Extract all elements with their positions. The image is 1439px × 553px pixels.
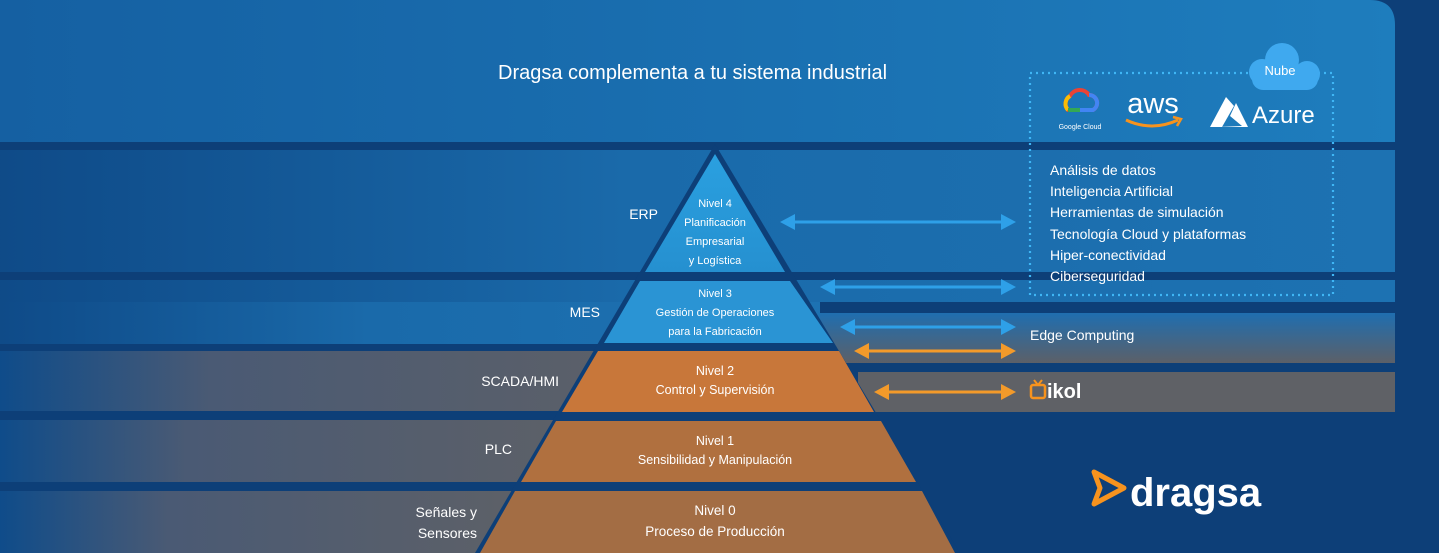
google-cloud-label: Google Cloud — [1058, 124, 1102, 131]
level-0-text: Nivel 0 Proceso de Producción — [595, 500, 835, 542]
header-band — [0, 0, 1395, 142]
arrows-group — [780, 214, 1016, 400]
cloud-label: Nube — [1264, 63, 1296, 78]
level-4-line-1: Nivel 4 — [698, 198, 732, 210]
level-2-line-1: Nivel 2 — [695, 364, 735, 378]
azure-logo-text: Azure — [1252, 102, 1315, 129]
system-label-plc: PLC — [484, 441, 512, 457]
level-3-line-1: Nivel 3 — [698, 288, 732, 300]
level-4-text: Nivel 4 Planificación Empresarial y Logí… — [665, 195, 765, 271]
system-label-mes: MES — [569, 304, 600, 320]
level-4-line-4: y Logística — [688, 255, 742, 267]
system-label-sensors-line-2: Sensores — [417, 525, 477, 541]
dragsa-logo-icon — [1091, 469, 1127, 507]
level-1-line-1: Nivel 1 — [695, 434, 735, 448]
cloud-icon — [1249, 43, 1320, 90]
band-edge — [820, 313, 1395, 363]
level-4-line-3: Empresarial — [685, 236, 745, 248]
azure-icon — [1210, 97, 1248, 127]
capability-item: Tecnología Cloud y plataformas — [1050, 225, 1247, 242]
capability-item: Análisis de datos — [1050, 162, 1156, 178]
capability-item: Hiper-conectividad — [1050, 246, 1166, 263]
cloud-box — [1028, 71, 1335, 297]
level-0-line-2: Proceso de Producción — [645, 524, 785, 539]
system-label-sensors-line-1: Señales y — [415, 504, 477, 520]
ikol-logo-text: ikol — [1047, 381, 1081, 403]
pyramid-level-4 — [645, 154, 785, 272]
band-plc — [0, 420, 620, 482]
pyramid-level-1 — [521, 421, 916, 482]
ikol-logo-icon — [1029, 379, 1047, 400]
capability-item: Ciberseguridad — [1050, 268, 1145, 285]
level-1-line-2: Sensibilidad y Manipulación — [637, 453, 793, 467]
band-sensors — [0, 491, 560, 553]
aws-logo-text: aws — [1127, 88, 1179, 120]
level-1-text: Nivel 1 Sensibilidad y Manipulación — [595, 432, 835, 470]
level-2-text: Nivel 2 Control y Supervisión — [615, 362, 815, 400]
level-3-line-3: para la Fabricación — [668, 326, 762, 338]
pyramid-level-0 — [480, 491, 955, 553]
dragsa-logo-text: dragsa — [1130, 471, 1262, 515]
pyramid-level-3 — [604, 281, 833, 343]
level-4-line-2: Planificación — [684, 217, 746, 229]
diagram-title: Dragsa complementa a tu sistema industri… — [498, 62, 888, 84]
cloud-capabilities-list: Análisis de datos Inteligencia Artificia… — [1050, 160, 1246, 287]
capability-item: Herramientas de simulación — [1050, 204, 1224, 221]
system-label-erp: ERP — [629, 206, 658, 222]
capability-item: Inteligencia Artificial — [1050, 183, 1173, 200]
level-3-text: Nivel 3 Gestión de Operaciones para la F… — [635, 285, 795, 342]
pyramid-level-2 — [562, 351, 874, 412]
system-label-scada: SCADA/HMI — [481, 373, 559, 389]
system-label-sensors: Señales y Sensores — [380, 502, 477, 544]
google-cloud-icon — [1063, 88, 1100, 112]
level-3-line-2: Gestión de Operaciones — [655, 307, 775, 319]
level-0-line-1: Nivel 0 — [694, 503, 736, 518]
edge-computing-label: Edge Computing — [1030, 327, 1135, 343]
aws-smile-icon — [1125, 118, 1179, 128]
level-2-line-2: Control y Supervisión — [655, 383, 775, 397]
